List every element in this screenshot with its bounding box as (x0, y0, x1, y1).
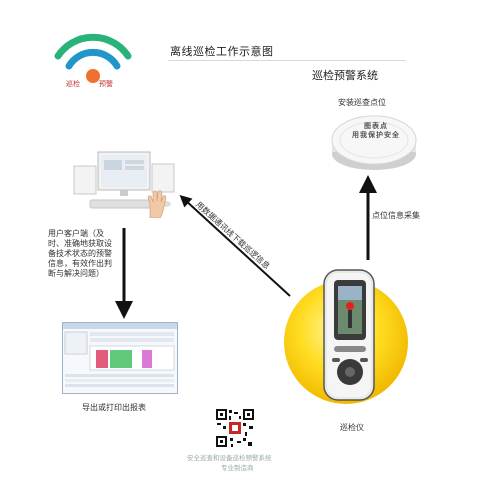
disc-char: 图 (364, 123, 372, 130)
device-label: 巡检仪 (340, 423, 364, 432)
checkpoint-disc-text: 图表点 用我保护安全 (348, 122, 404, 140)
footer-line2: 专业制造商 (221, 465, 254, 472)
disc-char: 保 (368, 132, 376, 139)
disc-char: 用 (352, 132, 360, 139)
report-label: 导出或打印出报表 (82, 403, 146, 412)
page-subtitle: 巡检预警系统 (312, 70, 378, 82)
disc-char: 表 (372, 123, 380, 130)
disc-char: 安 (384, 132, 392, 139)
checkpoint-disc-image (331, 115, 417, 170)
device-sphere-image (284, 269, 408, 404)
collect-label: 点位信息采集 (372, 211, 420, 220)
report-screenshot-image (62, 322, 178, 394)
page-title: 离线巡检工作示意图 (170, 46, 274, 58)
qr-code-icon (215, 408, 255, 448)
disc-char: 全 (392, 132, 400, 139)
logo-text-right: 预警 (99, 81, 113, 88)
checkpoint-label: 安装巡查点位 (338, 98, 386, 107)
logo-text-left: 巡检 (66, 81, 80, 88)
hand-icon (147, 190, 167, 218)
disc-char: 点 (380, 123, 388, 130)
disc-char: 我 (360, 132, 368, 139)
client-label: 用户客户端（及时、准确地获取设备技术状态的预警信息，有效作出判断与解决问题） (48, 229, 112, 278)
disc-char: 护 (376, 132, 384, 139)
client-computer-image (73, 151, 175, 209)
footer-line1: 安全巡查和设备巡检预警系统 (187, 455, 272, 462)
download-arrow (179, 194, 291, 297)
logo-icon (54, 33, 132, 83)
title-divider (168, 60, 406, 61)
